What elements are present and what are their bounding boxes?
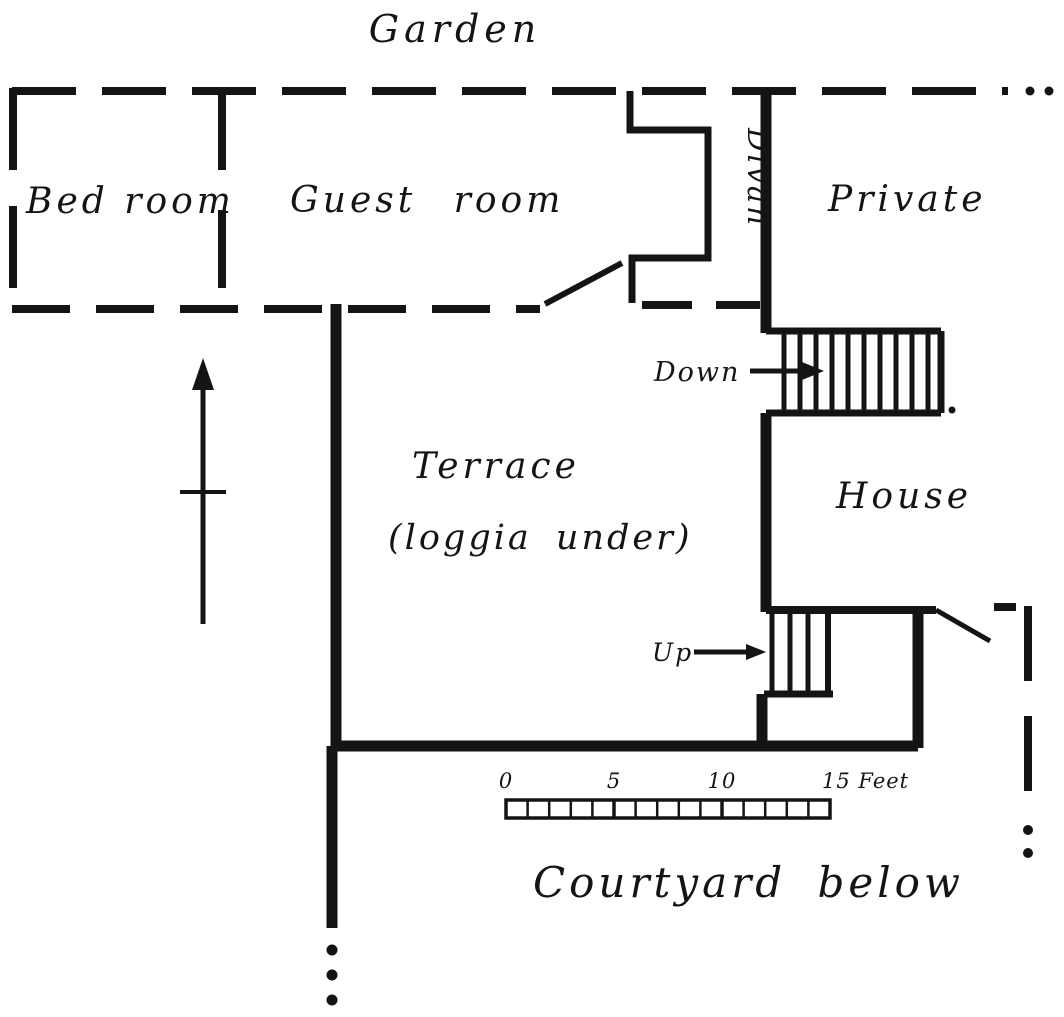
wall-right-dot-1: [1023, 825, 1033, 835]
north-arrow-icon: [180, 358, 226, 624]
up-label: Up: [652, 638, 693, 667]
divan-recess-wall: [626, 91, 712, 303]
down-arrow-icon: [750, 362, 824, 380]
wall-top-dot-1: [1025, 86, 1035, 96]
scale-tick-15-label: 10: [708, 769, 737, 793]
print-artifact-dot: [948, 406, 956, 414]
door-swing-guestroom: [543, 260, 624, 307]
scale-tick-0-label: 0: [499, 769, 513, 793]
wall-right-dot-2: [1023, 848, 1033, 858]
terrace-label: Terrace: [412, 446, 580, 487]
courtyard-edge-dot-1: [326, 944, 338, 956]
courtyard-edge-dot-2: [326, 969, 338, 981]
courtyard-edge-dot-3: [326, 994, 338, 1006]
scale-bar-ticks: [526, 800, 810, 818]
garden-label: Garden: [369, 7, 541, 51]
private-label: Private: [827, 179, 987, 220]
scale-tick-feet-label: 15 Feet: [822, 769, 909, 793]
bedroom-label: Bed room: [25, 181, 235, 222]
courtyard-label: Courtyard below: [533, 858, 964, 907]
divan-label: Divan: [741, 127, 775, 228]
guest-room-label: Guest room: [290, 180, 564, 221]
wall-top-dot-2: [1044, 86, 1054, 96]
scale-tick-5-label: 5: [607, 769, 621, 793]
scale-bar: [504, 798, 832, 820]
house-label: House: [835, 476, 972, 517]
door-swing-house: [934, 607, 992, 644]
stairs-up: [764, 612, 833, 698]
down-label: Down: [653, 357, 740, 388]
up-arrow-icon: [694, 644, 766, 660]
terrace-note-label: (loggia under): [388, 518, 693, 558]
